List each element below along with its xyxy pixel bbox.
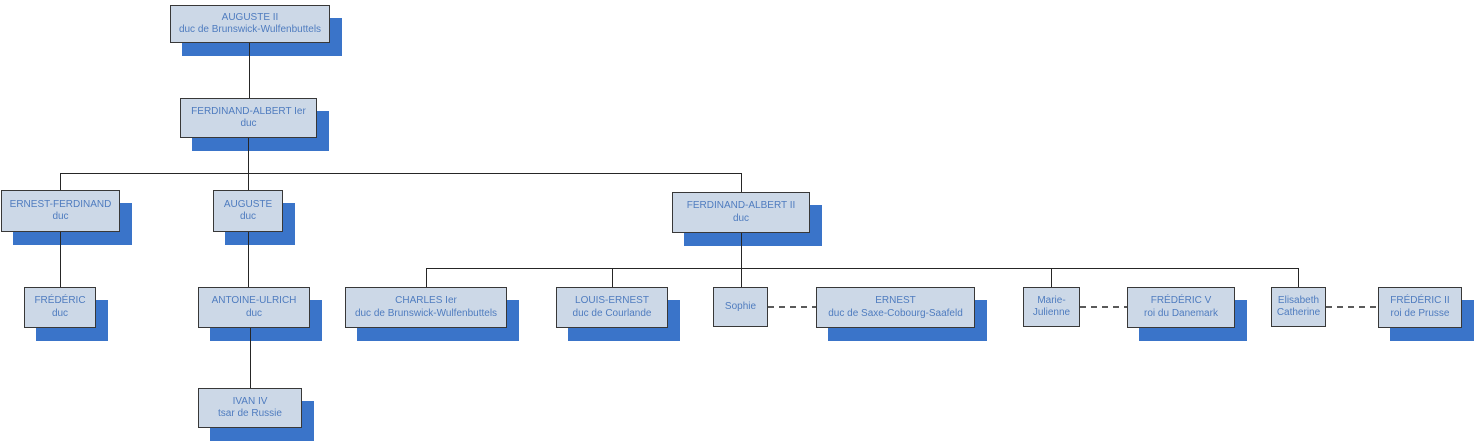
node-ferdinand-albert-ier[interactable]: FERDINAND-ALBERT Ier duc — [180, 98, 317, 138]
person-title: duc — [732, 212, 750, 224]
person-name: CHARLES Ier — [395, 295, 457, 306]
node-frederic-ii[interactable]: FRÉDÉRIC II roi de Prusse — [1378, 287, 1462, 328]
node-ivan-iv[interactable]: IVAN IV tsar de Russie — [198, 388, 302, 428]
person-name: FRÉDÉRIC V — [1150, 295, 1212, 306]
marriage-link — [1326, 306, 1378, 308]
person-title: duc — [239, 211, 257, 222]
node-antoine-ulrich[interactable]: ANTOINE-ULRICH duc — [198, 287, 310, 328]
person-title: duc — [51, 307, 69, 319]
person-name: FERDINAND-ALBERT II — [686, 200, 796, 211]
person-title: duc de Saxe-Cobourg-Saafeld — [828, 307, 963, 319]
person-name: FERDINAND-ALBERT Ier — [191, 105, 306, 117]
person-name: Marie- — [1037, 294, 1066, 306]
node-ferdinand-albert-ii[interactable]: FERDINAND-ALBERT II duc — [672, 192, 810, 233]
person-name: Elisabeth — [1277, 294, 1320, 306]
connector-line — [426, 269, 427, 287]
person-name: FRÉDÉRIC — [34, 295, 86, 306]
person-name: ANTOINE-ULRICH — [211, 295, 297, 306]
person-name: IVAN IV — [232, 395, 268, 407]
node-marie-julienne[interactable]: Marie- Julienne — [1023, 287, 1080, 327]
node-ernest-ferdinand[interactable]: ERNEST-FERDINAND duc — [1, 190, 120, 232]
node-charles-ier[interactable]: CHARLES Ier duc de Brunswick-Wulfenbutte… — [345, 287, 507, 328]
person-title: Catherine — [1276, 307, 1321, 318]
connector-line — [60, 174, 61, 190]
connector-line — [741, 174, 742, 192]
node-auguste[interactable]: AUGUSTE duc — [213, 190, 283, 232]
node-frederic-v[interactable]: FRÉDÉRIC V roi du Danemark — [1127, 287, 1235, 328]
person-title: duc de Brunswick-Wulfenbuttels — [178, 24, 322, 35]
connector-line — [612, 269, 613, 287]
node-auguste-ii[interactable]: AUGUSTE II duc de Brunswick-Wulfenbuttel… — [170, 5, 330, 43]
person-title: duc — [240, 118, 257, 129]
person-name: AUGUSTE II — [221, 11, 279, 23]
person-name: ERNEST-FERDINAND — [9, 198, 112, 210]
person-name: FRÉDÉRIC II — [1390, 295, 1450, 306]
person-name: Sophie — [724, 300, 757, 312]
marriage-link — [768, 306, 816, 308]
node-frederic[interactable]: FRÉDÉRIC duc — [24, 287, 96, 328]
connector-line — [248, 232, 249, 287]
connector-line — [741, 233, 742, 287]
node-louis-ernest[interactable]: LOUIS-ERNEST duc de Courlande — [556, 287, 668, 328]
connector-line — [426, 268, 1299, 269]
connector-line — [1298, 269, 1299, 287]
node-elisabeth-catherine[interactable]: Elisabeth Catherine — [1271, 287, 1326, 327]
person-name: AUGUSTE — [223, 198, 273, 210]
person-title: duc — [52, 211, 69, 222]
person-title: roi de Prusse — [1390, 307, 1450, 319]
person-title: roi du Danemark — [1144, 307, 1218, 319]
node-sophie[interactable]: Sophie — [713, 287, 768, 327]
person-title: duc de Courlande — [572, 307, 652, 319]
marriage-link — [1080, 306, 1127, 308]
person-title: duc de Brunswick-Wulfenbuttels — [354, 307, 498, 319]
person-name: LOUIS-ERNEST — [575, 295, 649, 306]
connector-line — [248, 138, 249, 190]
connector-line — [250, 328, 251, 388]
connector-line — [60, 232, 61, 287]
connector-line — [60, 173, 742, 174]
node-ernest[interactable]: ERNEST duc de Saxe-Cobourg-Saafeld — [816, 287, 975, 328]
person-title: duc — [245, 307, 263, 319]
person-title: Julienne — [1032, 307, 1071, 318]
person-name: ERNEST — [875, 295, 916, 306]
connector-line — [249, 43, 250, 98]
connector-line — [1051, 269, 1052, 287]
person-title: tsar de Russie — [218, 408, 282, 419]
